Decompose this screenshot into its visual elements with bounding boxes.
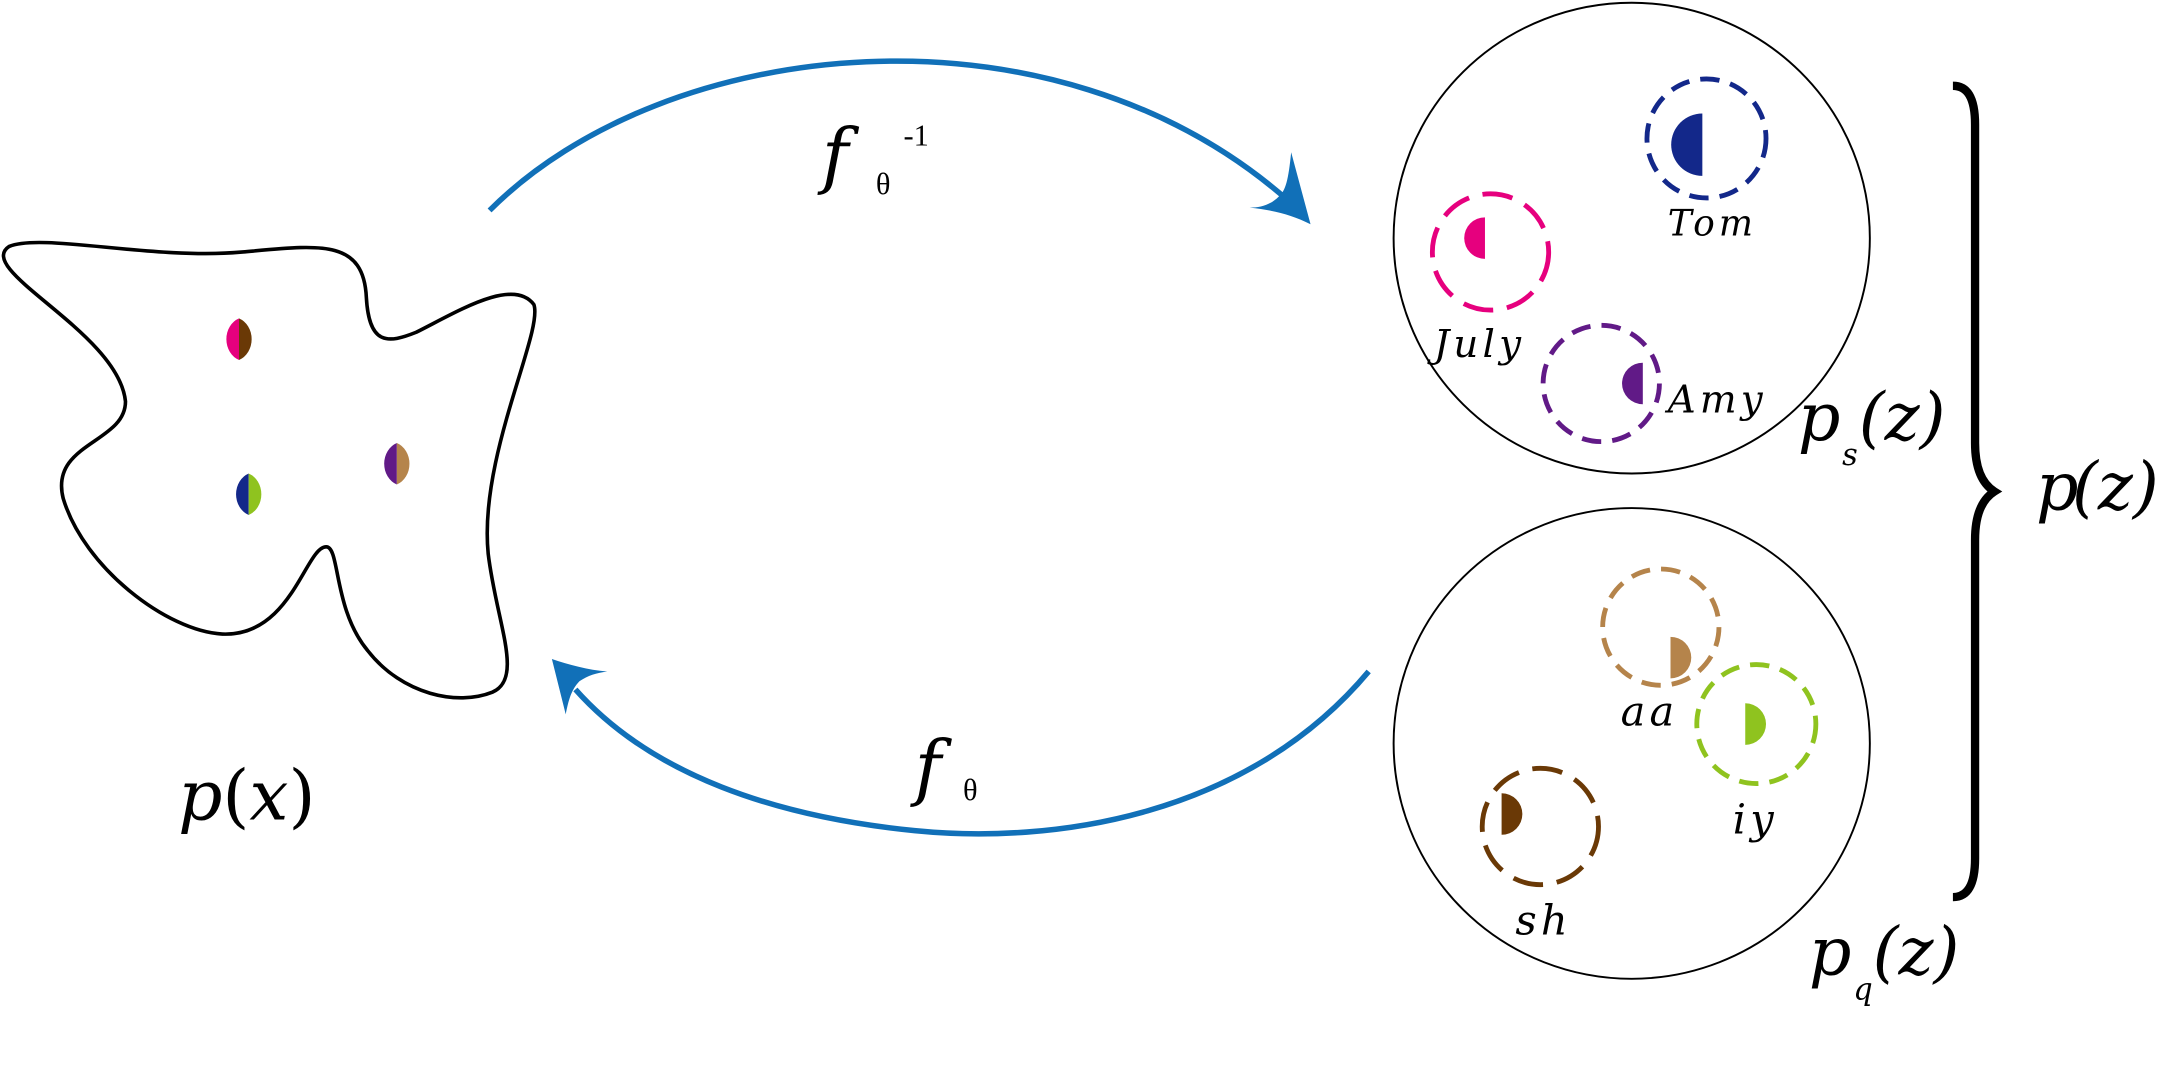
phone-cluster-iy	[1694, 662, 1819, 787]
f-inverse-subscript: θ	[876, 167, 891, 201]
f-inverse-superscript: -1	[904, 118, 929, 152]
ps-argument: (z)	[1859, 378, 1946, 456]
pz-label: p	[2036, 447, 2079, 525]
f-forward-subscript: θ	[963, 773, 978, 807]
inverse-flow-arrow	[487, 58, 1291, 213]
phone-label-sh: sh	[1515, 895, 1571, 944]
f-inverse-label: f	[817, 113, 860, 197]
speaker-label-amy: Amy	[1665, 378, 1767, 423]
arrowhead-icon	[551, 658, 608, 715]
forward-flow-arrow	[573, 669, 1371, 837]
speaker-cluster-tom	[1644, 76, 1769, 201]
curly-brace	[1952, 81, 2003, 902]
speaker-label-tom: Tom	[1668, 203, 1757, 244]
speaker-latent-space	[1392, 1, 1871, 475]
data-point-july-sh	[226, 318, 252, 360]
pq-label: p	[1809, 913, 1852, 991]
ps-label: p	[1798, 378, 1841, 456]
f-forward-label: f	[910, 725, 953, 809]
pz-argument: (z)	[2072, 447, 2159, 525]
phone-label-iy: iy	[1733, 794, 1778, 843]
arrowhead-icon	[1249, 152, 1311, 225]
speaker-label-july: July	[1427, 322, 1525, 367]
pq-subscript: q	[1853, 973, 1872, 1008]
phone-cluster-aa	[1600, 566, 1722, 688]
data-point-tom-iy	[236, 473, 262, 516]
phone-cluster-sh	[1479, 765, 1601, 888]
data-point-amy-aa	[384, 443, 410, 485]
ps-subscript: s	[1842, 438, 1858, 473]
phone-label-aa: aa	[1621, 686, 1679, 735]
data-distribution-blob	[1, 240, 537, 700]
speaker-cluster-amy	[1540, 322, 1662, 445]
pq-argument: (z)	[1873, 913, 1960, 991]
px-label: p(x)	[178, 757, 315, 837]
phone-latent-space	[1392, 507, 1871, 980]
speaker-cluster-july	[1429, 191, 1552, 313]
